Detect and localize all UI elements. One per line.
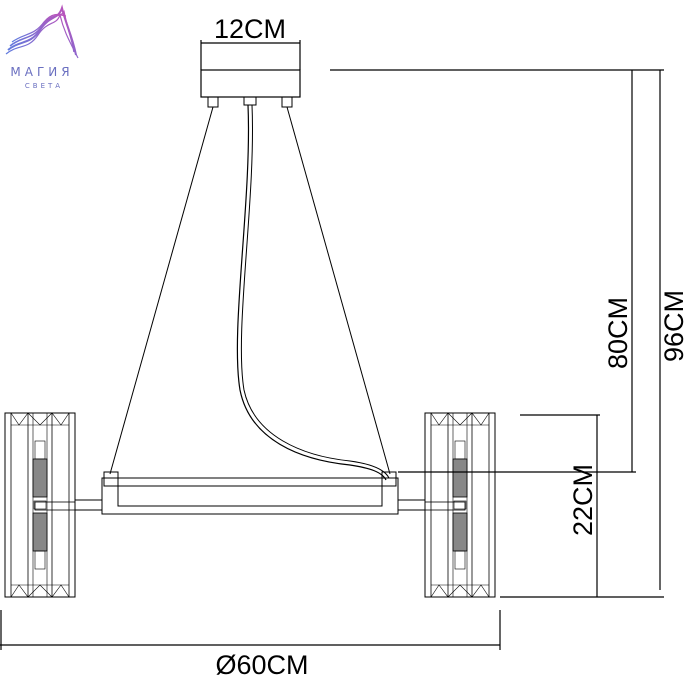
logo-text-sub: СВЕТА — [25, 82, 63, 90]
dim-canopy-width: 12CM — [214, 14, 286, 44]
logo-text-main: МАГИЯ — [10, 65, 73, 79]
canopy — [200, 69, 301, 108]
dim-total-height: 96CM — [659, 290, 689, 362]
brand-logo: МАГИЯ СВЕТА — [5, 4, 79, 90]
dimension-lines — [0, 40, 664, 650]
dim-shade-height: 22CM — [568, 464, 598, 536]
suspension-wires — [109, 104, 391, 481]
left-shade — [4, 412, 76, 598]
dim-diameter: Ø60CM — [215, 650, 308, 680]
dim-height-to-bar: 80CM — [603, 297, 633, 369]
lamp-bar — [34, 471, 466, 515]
right-shade — [424, 412, 496, 598]
